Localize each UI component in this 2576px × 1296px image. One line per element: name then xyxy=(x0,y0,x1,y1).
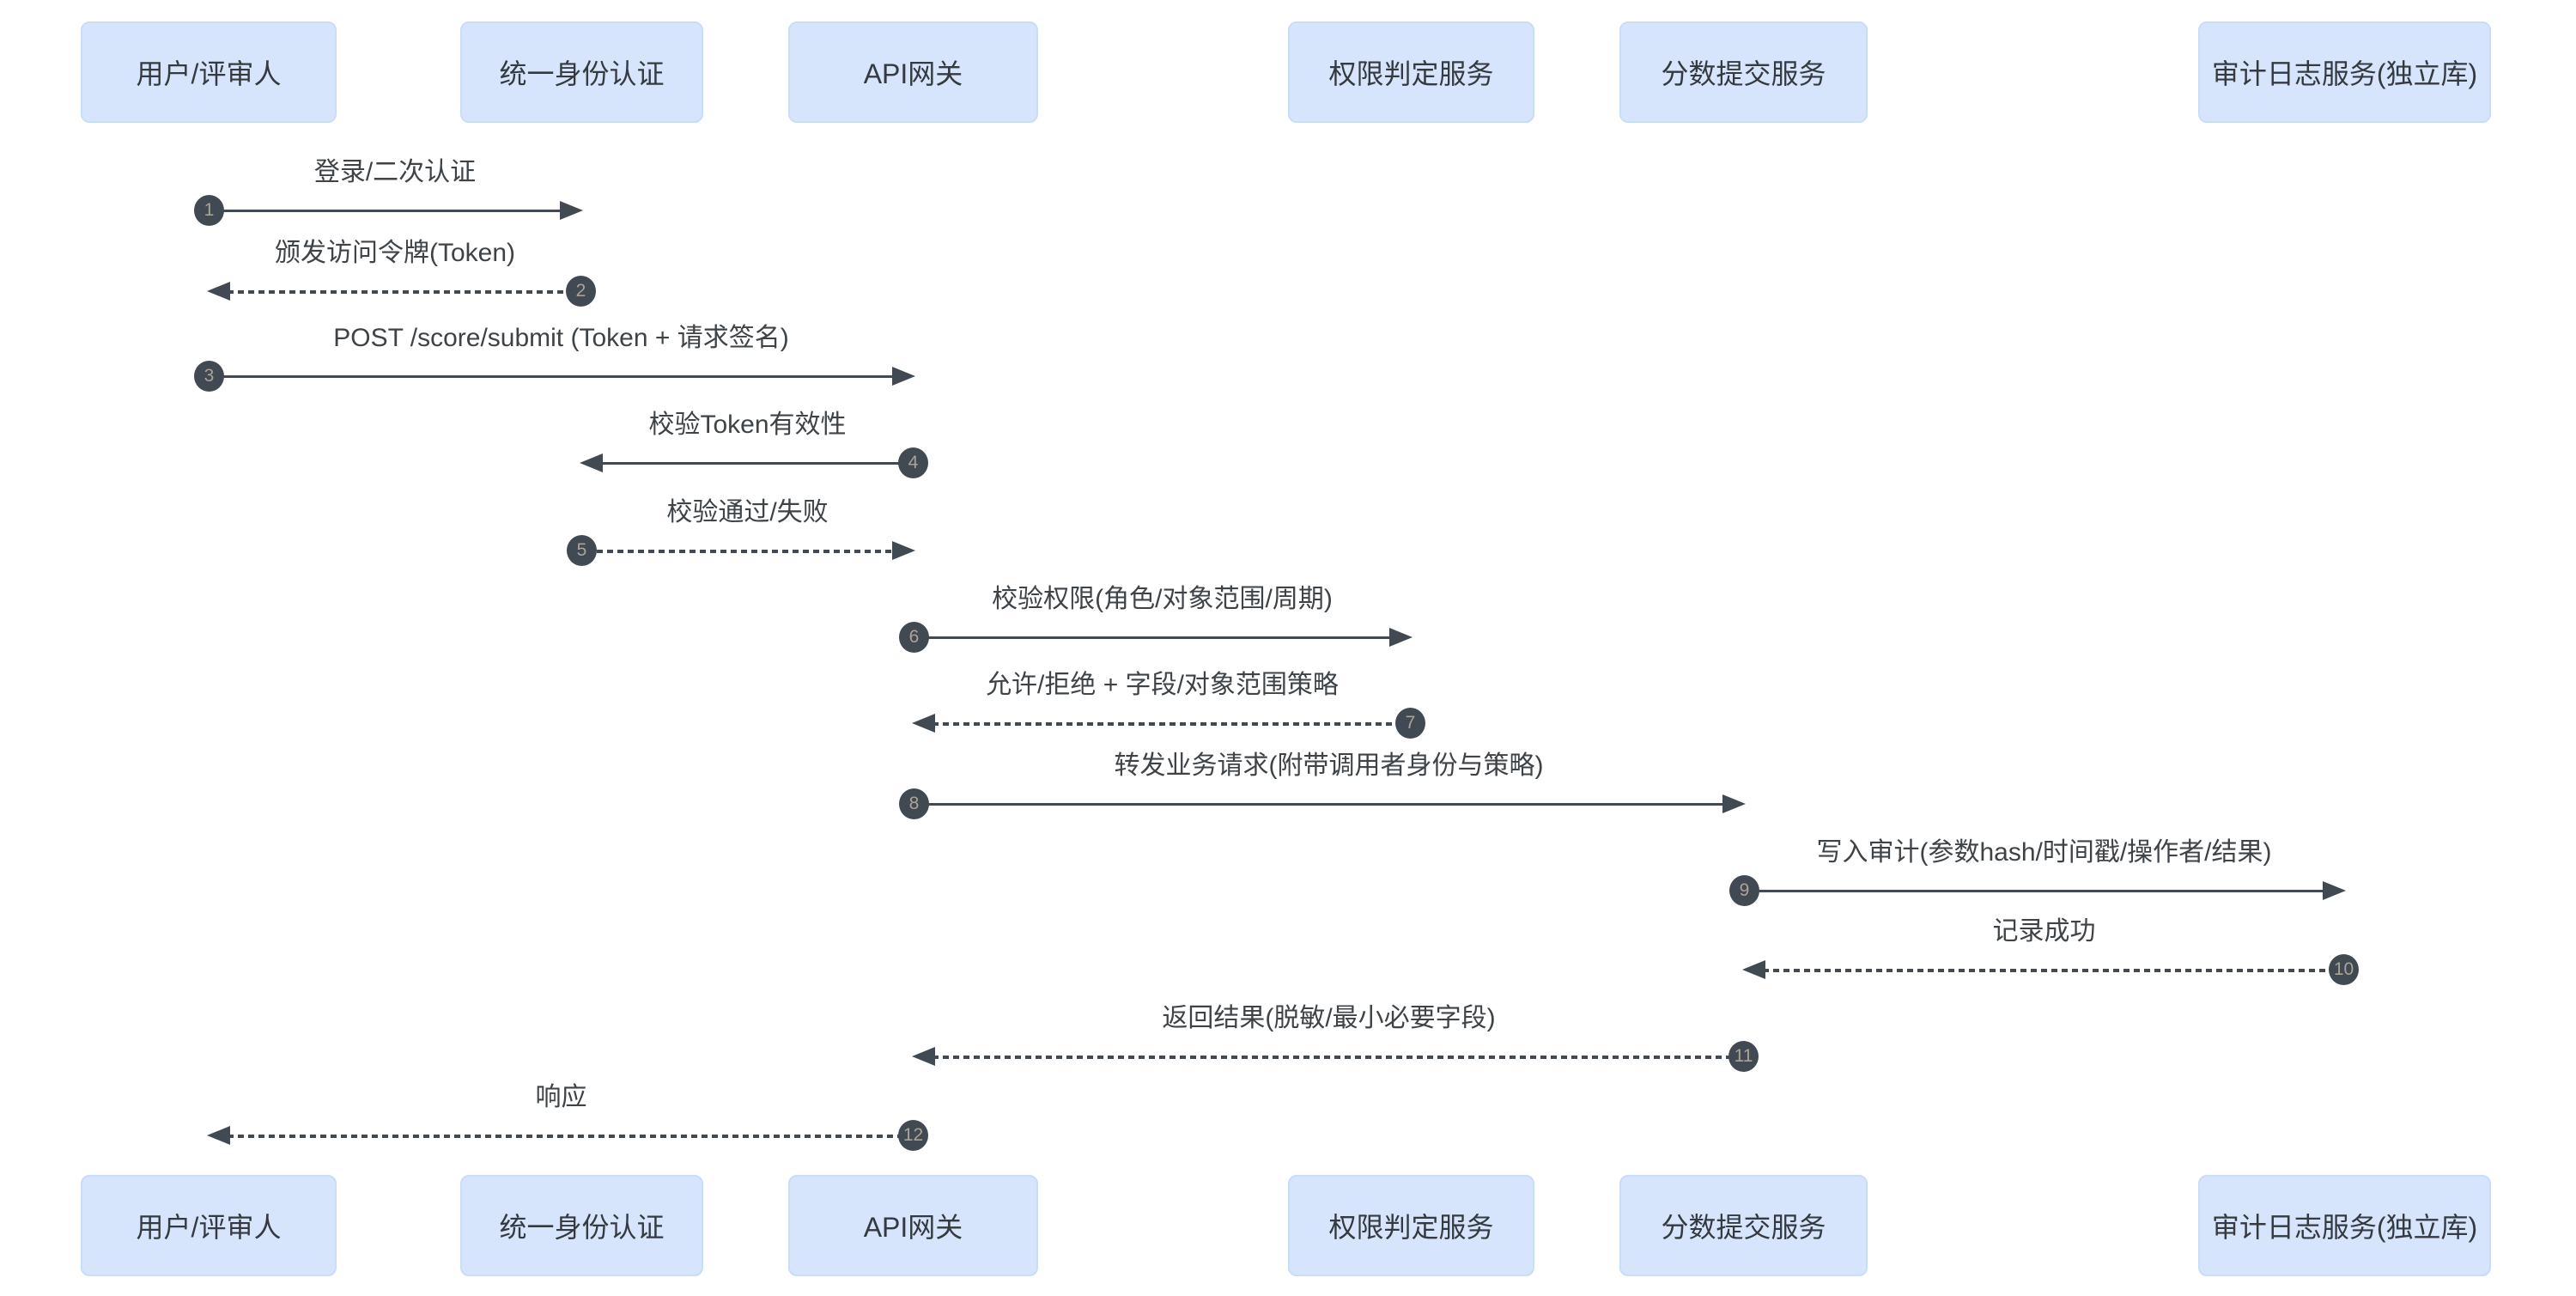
participant-label: 权限判定服务 xyxy=(1328,58,1494,89)
participant-label: 统一身份认证 xyxy=(499,1212,665,1243)
participant-audit-bottom: 审计日志服务(独立库) xyxy=(2198,1175,2491,1276)
arrowhead-left-icon xyxy=(580,453,603,472)
participant-label: 统一身份认证 xyxy=(499,58,665,89)
message-line xyxy=(1763,969,2339,972)
participant-audit-top: 审计日志服务(独立库) xyxy=(2198,21,2491,123)
sequence-number-badge: 4 xyxy=(898,447,928,478)
message-line xyxy=(933,1056,1739,1059)
participant-authz-bottom: 权限判定服务 xyxy=(1288,1175,1534,1276)
message-label: 记录成功 xyxy=(1992,917,2096,946)
participant-score-bottom: 分数提交服务 xyxy=(1619,1175,1868,1276)
message-line xyxy=(600,462,908,465)
participant-gateway-bottom: API网关 xyxy=(788,1175,1038,1276)
participant-label: 分数提交服务 xyxy=(1661,1212,1826,1243)
participant-label: API网关 xyxy=(863,1212,963,1243)
message-label: 转发业务请求(附带调用者身份与策略) xyxy=(1114,751,1544,780)
arrowhead-right-icon xyxy=(892,367,915,386)
sequence-number-badge: 8 xyxy=(899,788,929,819)
participant-user-top: 用户/评审人 xyxy=(81,21,337,123)
message-line xyxy=(214,375,895,378)
participant-label: 分数提交服务 xyxy=(1661,58,1826,89)
message-label: 允许/拒绝 + 字段/对象范围策略 xyxy=(986,671,1339,699)
participant-label: 审计日志服务(独立库) xyxy=(2211,58,2478,89)
arrowhead-right-icon xyxy=(560,201,583,220)
participant-authz-top: 权限判定服务 xyxy=(1288,21,1534,123)
message-line xyxy=(214,210,562,212)
message-label: 颁发访问令牌(Token) xyxy=(274,239,516,267)
sequence-number-badge: 2 xyxy=(566,276,596,307)
sequence-number-badge: 3 xyxy=(194,361,224,392)
sequence-number-badge: 7 xyxy=(1395,708,1425,739)
message-label: 写入审计(参数hash/时间戳/操作者/结果) xyxy=(1816,838,2272,867)
message-line xyxy=(919,803,1725,806)
arrowhead-right-icon xyxy=(1722,794,1746,813)
arrowhead-left-icon xyxy=(912,714,935,733)
participant-score-top: 分数提交服务 xyxy=(1619,21,1868,123)
sequence-number-badge: 6 xyxy=(899,622,929,653)
arrowhead-left-icon xyxy=(207,282,230,301)
arrowhead-right-icon xyxy=(1389,628,1413,647)
arrowhead-left-icon xyxy=(912,1047,935,1066)
arrowhead-right-icon xyxy=(2323,881,2346,900)
sequence-number-badge: 5 xyxy=(567,535,597,566)
participant-label: 用户/评审人 xyxy=(136,58,282,89)
message-line xyxy=(933,722,1406,726)
message-line xyxy=(228,290,576,294)
sequence-number-badge: 1 xyxy=(194,195,224,226)
sequence-number-badge: 10 xyxy=(2329,954,2359,985)
message-label: 返回结果(脱敏/最小必要字段) xyxy=(1162,1004,1496,1032)
participant-label: 用户/评审人 xyxy=(136,1212,282,1243)
arrowhead-right-icon xyxy=(892,541,915,560)
participant-gateway-top: API网关 xyxy=(788,21,1038,123)
message-label: 校验权限(角色/对象范围/周期) xyxy=(992,585,1333,613)
message-label: 校验Token有效性 xyxy=(648,411,847,439)
participant-user-bottom: 用户/评审人 xyxy=(81,1175,337,1276)
message-label: 登录/二次认证 xyxy=(313,158,477,186)
message-line xyxy=(1749,890,2325,892)
message-line xyxy=(919,636,1392,639)
arrowhead-left-icon xyxy=(207,1126,230,1145)
participant-label: 权限判定服务 xyxy=(1328,1212,1494,1243)
sequence-number-badge: 11 xyxy=(1728,1041,1759,1072)
message-label: POST /score/submit (Token + 请求签名) xyxy=(333,324,789,352)
participant-label: 审计日志服务(独立库) xyxy=(2211,1212,2478,1243)
arrowhead-left-icon xyxy=(1742,960,1765,979)
participant-sso-bottom: 统一身份认证 xyxy=(460,1175,703,1276)
message-line xyxy=(586,550,895,553)
message-line xyxy=(228,1135,908,1138)
participant-label: API网关 xyxy=(863,58,963,89)
participant-sso-top: 统一身份认证 xyxy=(460,21,703,123)
message-label: 响应 xyxy=(535,1083,587,1111)
message-label: 校验通过/失败 xyxy=(666,498,829,526)
sequence-number-badge: 9 xyxy=(1729,875,1759,906)
sequence-number-badge: 12 xyxy=(898,1120,928,1151)
